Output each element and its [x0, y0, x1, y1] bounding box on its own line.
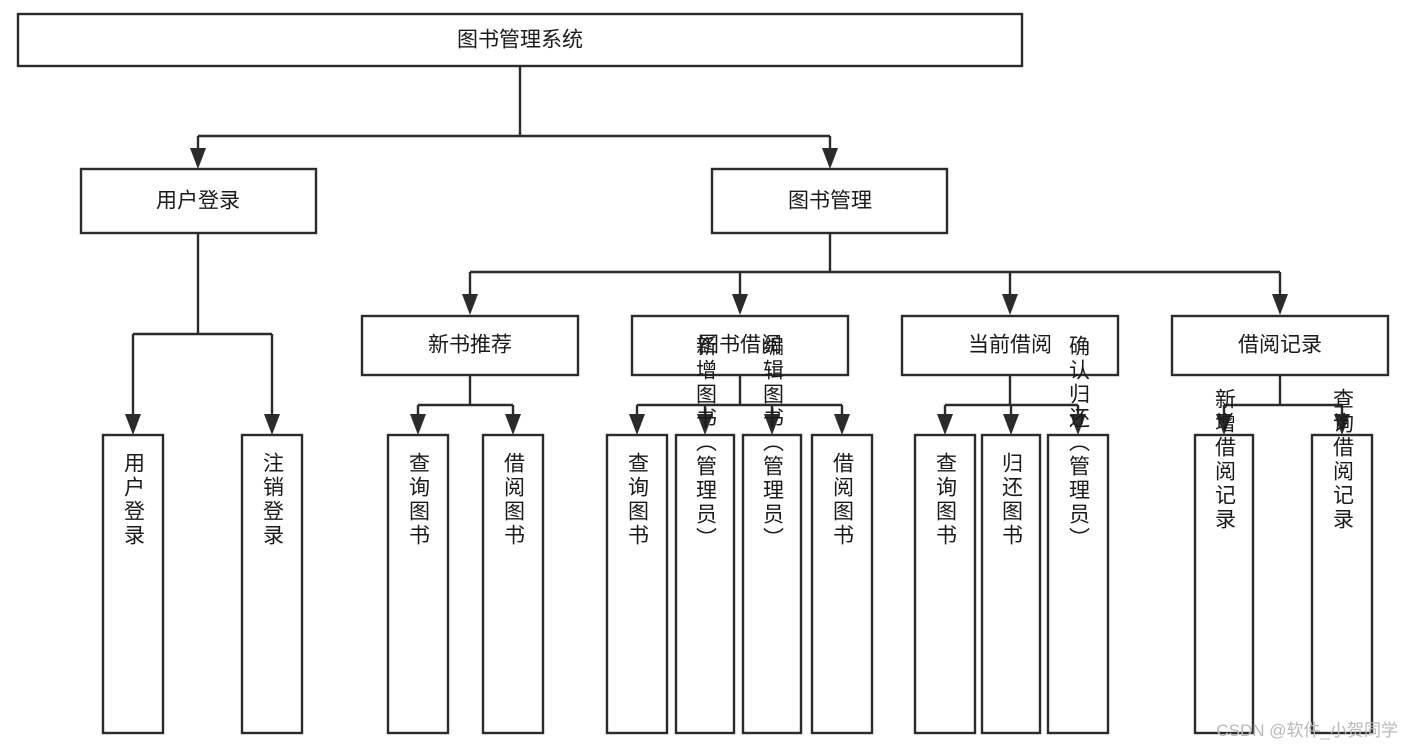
node-new-book-recommend[interactable]: 新书推荐 [360, 314, 580, 377]
leaf-user-login-2[interactable]: 注销登录 [240, 433, 304, 735]
leaf-borrow-record-2-label: 查询借阅记录 [1331, 388, 1355, 532]
node-current-borrow-box[interactable] [900, 314, 1120, 377]
node-book-manage-label: 图书管理 [788, 190, 872, 213]
arrow-book-manage-c1 [462, 294, 478, 315]
connector-group-book-borrow [629, 375, 850, 435]
leaf-book-borrow-3[interactable]: 编辑图书（管理员） [741, 335, 803, 735]
leaf-current-borrow-1[interactable]: 查询图书 [913, 433, 977, 735]
node-book-borrow-label: 图书借阅 [698, 334, 782, 357]
node-root-label: 图书管理系统 [457, 29, 583, 52]
node-book-manage-box[interactable] [710, 167, 949, 235]
leaf-current-borrow-3-label: 确认归还（管理员） [1067, 335, 1091, 551]
leaf-new-book-2-box[interactable] [481, 433, 545, 735]
leaf-book-borrow-2-label: 新增图书（管理员） [694, 335, 718, 551]
node-user-login-box[interactable] [79, 167, 318, 235]
arrow-current-borrow-leaf3 [1070, 414, 1086, 435]
arrow-book-manage-c3 [1002, 294, 1018, 315]
arrow-borrow-record-leaf2 [1334, 414, 1350, 435]
leaf-current-borrow-3[interactable]: 确认归还（管理员） [1046, 335, 1110, 735]
leaf-current-borrow-1-box[interactable] [913, 433, 977, 735]
node-user-login-label: 用户登录 [156, 190, 240, 213]
node-root[interactable]: 图书管理系统 [16, 12, 1024, 68]
leaf-book-borrow-3-label: 编辑图书（管理员） [761, 335, 785, 551]
connector-group-book-manage [462, 233, 1288, 315]
leaf-current-borrow-1-label: 查询图书 [934, 452, 958, 548]
connector-group-new-book [410, 375, 521, 435]
leaf-new-book-2[interactable]: 借阅图书 [481, 433, 545, 735]
node-book-borrow[interactable]: 图书借阅 [630, 314, 850, 377]
arrow-root-to-book-manage [822, 148, 838, 169]
leaf-book-borrow-2-box[interactable] [674, 433, 736, 735]
arrow-book-borrow-leaf2 [697, 414, 713, 435]
leaf-new-book-1-label: 查询图书 [407, 452, 431, 548]
leaf-current-borrow-2-box[interactable] [980, 433, 1042, 735]
connector-group-borrow-record [1216, 375, 1350, 435]
leaf-book-borrow-1[interactable]: 查询图书 [605, 433, 669, 735]
arrow-book-manage-c4 [1272, 294, 1288, 315]
watermark-label: CSDN @软件_小贺同学 [1216, 721, 1398, 740]
leaf-current-borrow-3-box[interactable] [1046, 433, 1110, 735]
arrow-current-borrow-leaf1 [937, 414, 953, 435]
leaf-borrow-record-2[interactable]: 查询借阅记录 [1310, 388, 1374, 735]
leaf-user-login-1[interactable]: 用户登录 [101, 433, 165, 735]
arrow-root-to-user-login [190, 148, 206, 169]
arrow-book-borrow-leaf1 [629, 414, 645, 435]
leaf-book-borrow-1-box[interactable] [605, 433, 669, 735]
node-borrow-record[interactable]: 借阅记录 [1170, 314, 1390, 377]
leaf-book-borrow-1-label: 查询图书 [626, 452, 650, 548]
arrow-book-borrow-leaf4 [834, 414, 850, 435]
leaf-borrow-record-2-box[interactable] [1310, 433, 1374, 735]
arrow-user-login-leaf2 [264, 414, 280, 435]
leaf-borrow-record-1[interactable]: 新增借阅记录 [1193, 388, 1255, 735]
leaf-book-borrow-4-label: 借阅图书 [831, 452, 855, 548]
arrow-new-book-leaf2 [505, 414, 521, 435]
leaf-borrow-record-1-box[interactable] [1193, 433, 1255, 735]
node-user-login[interactable]: 用户登录 [79, 167, 318, 235]
arrow-current-borrow-leaf2 [1003, 414, 1019, 435]
leaf-book-borrow-4[interactable]: 借阅图书 [810, 433, 874, 735]
node-new-book-recommend-label: 新书推荐 [428, 334, 512, 357]
leaf-user-login-1-label: 用户登录 [122, 452, 146, 548]
leaf-new-book-1[interactable]: 查询图书 [386, 433, 450, 735]
leaf-user-login-1-box[interactable] [101, 433, 165, 735]
connector-group-root [190, 66, 838, 169]
arrow-user-login-leaf1 [125, 414, 141, 435]
node-book-manage[interactable]: 图书管理 [710, 167, 949, 235]
connector-group-user-login [125, 233, 280, 435]
leaf-borrow-record-1-label: 新增借阅记录 [1213, 388, 1237, 532]
leaf-book-borrow-3-box[interactable] [741, 433, 803, 735]
arrow-book-manage-c2 [732, 294, 748, 315]
leaf-new-book-2-label: 借阅图书 [502, 452, 526, 548]
node-book-borrow-box[interactable] [630, 314, 850, 377]
connector-group-current-borrow [937, 375, 1086, 435]
leaf-book-borrow-4-box[interactable] [810, 433, 874, 735]
node-new-book-recommend-box[interactable] [360, 314, 580, 377]
leaf-current-borrow-2-label: 归还图书 [1000, 452, 1024, 548]
arrow-borrow-record-leaf1 [1216, 414, 1232, 435]
node-borrow-record-box[interactable] [1170, 314, 1390, 377]
node-root-box[interactable] [16, 12, 1024, 68]
node-current-borrow[interactable]: 当前借阅 [900, 314, 1120, 377]
arrow-book-borrow-leaf3 [764, 414, 780, 435]
leaf-user-login-2-label: 注销登录 [261, 452, 285, 548]
leaf-user-login-2-box[interactable] [240, 433, 304, 735]
node-current-borrow-label: 当前借阅 [968, 334, 1052, 357]
node-borrow-record-label: 借阅记录 [1238, 334, 1322, 357]
arrow-new-book-leaf1 [410, 414, 426, 435]
leaf-book-borrow-2[interactable]: 新增图书（管理员） [674, 335, 736, 735]
leaf-new-book-1-box[interactable] [386, 433, 450, 735]
leaf-current-borrow-2[interactable]: 归还图书 [980, 433, 1042, 735]
